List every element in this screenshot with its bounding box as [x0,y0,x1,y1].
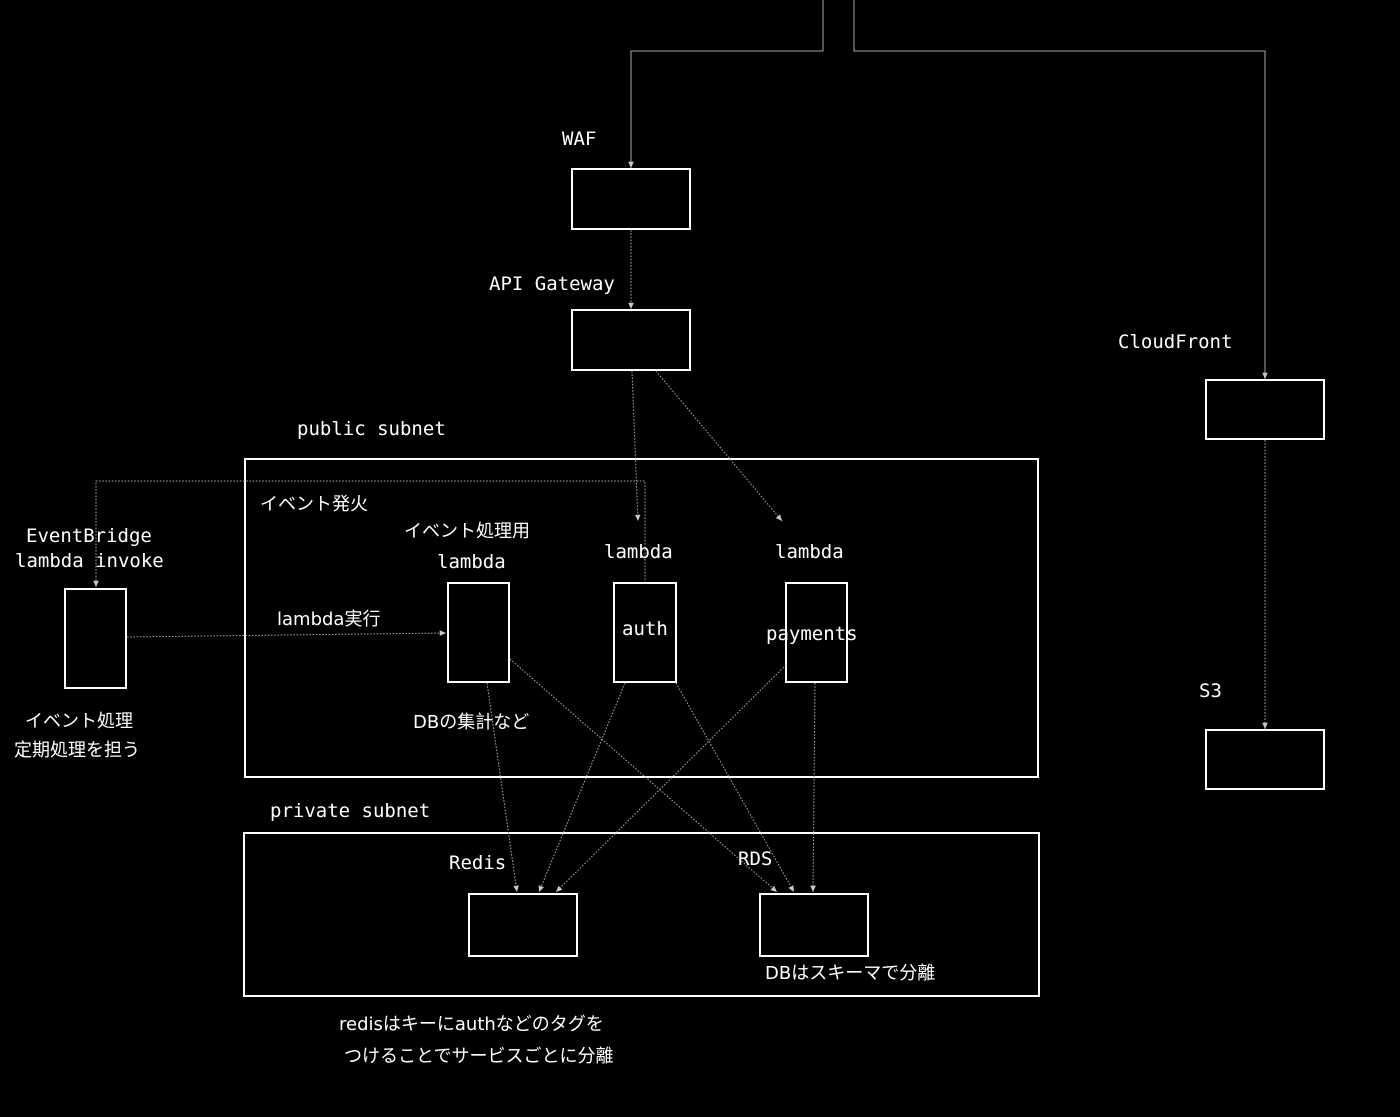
event-lambda-label: lambda [437,551,506,573]
auth-lambda-name: auth [622,618,668,640]
cloudfront-box [1205,379,1325,440]
api-gateway-to-payments-arrow [655,370,783,522]
redis-note-line2: つけることでサービスごとに分離 [344,1046,613,1067]
incoming-line-right [853,0,1268,379]
db-aggregate-note: DBの集計など [413,712,529,733]
waf-label: WAF [562,128,596,150]
incoming-line-left [628,0,824,168]
event-lambda-to-rds-arrow [509,658,778,893]
public-subnet-zone [244,458,1039,778]
eventbridge-box [64,588,127,689]
rds-note: DBはスキーマで分離 [765,963,935,984]
cloudfront-label: CloudFront [1118,331,1232,353]
redis-box [468,893,578,957]
waf-box [571,168,691,230]
redis-note-line1: redisはキーにauthなどのタグを [339,1014,604,1035]
api-gateway-label: API Gateway [489,273,615,295]
event-fire-label: イベント発火 [260,494,368,515]
payments-lambda-box [785,582,848,683]
auth-to-rds-arrow [675,682,795,893]
api-gateway-to-auth-arrow [631,370,641,522]
event-fire-arrow [93,480,646,587]
s3-box [1205,729,1325,790]
redis-label: Redis [449,852,506,874]
api-gateway-box [571,309,691,371]
auth-lambda-box [613,582,677,683]
rds-label: RDS [738,848,772,870]
auth-lambda-label: lambda [604,541,673,563]
rds-box [759,893,869,957]
payments-to-redis-arrow [555,664,787,893]
payments-lambda-label: lambda [775,541,844,563]
eventbridge-label: EventBridge [26,525,152,547]
s3-label: S3 [1199,680,1222,702]
private-subnet-zone [243,832,1040,997]
event-lambda-caption: イベント処理用 [404,521,530,542]
eventbridge-note-line1: イベント処理 [25,711,133,732]
payments-to-rds-arrow [810,682,816,893]
lambda-exec-arrow [126,630,447,638]
auth-to-redis-arrow [538,682,626,893]
eventbridge-sublabel: lambda invoke [15,550,164,572]
eventbridge-note-line2: 定期処理を担う [14,740,140,761]
lambda-exec-label: lambda実行 [277,609,380,630]
public-subnet-label: public subnet [297,418,446,440]
event-lambda-box [447,582,510,683]
private-subnet-label: private subnet [270,800,430,822]
payments-lambda-name: payments [766,623,858,645]
